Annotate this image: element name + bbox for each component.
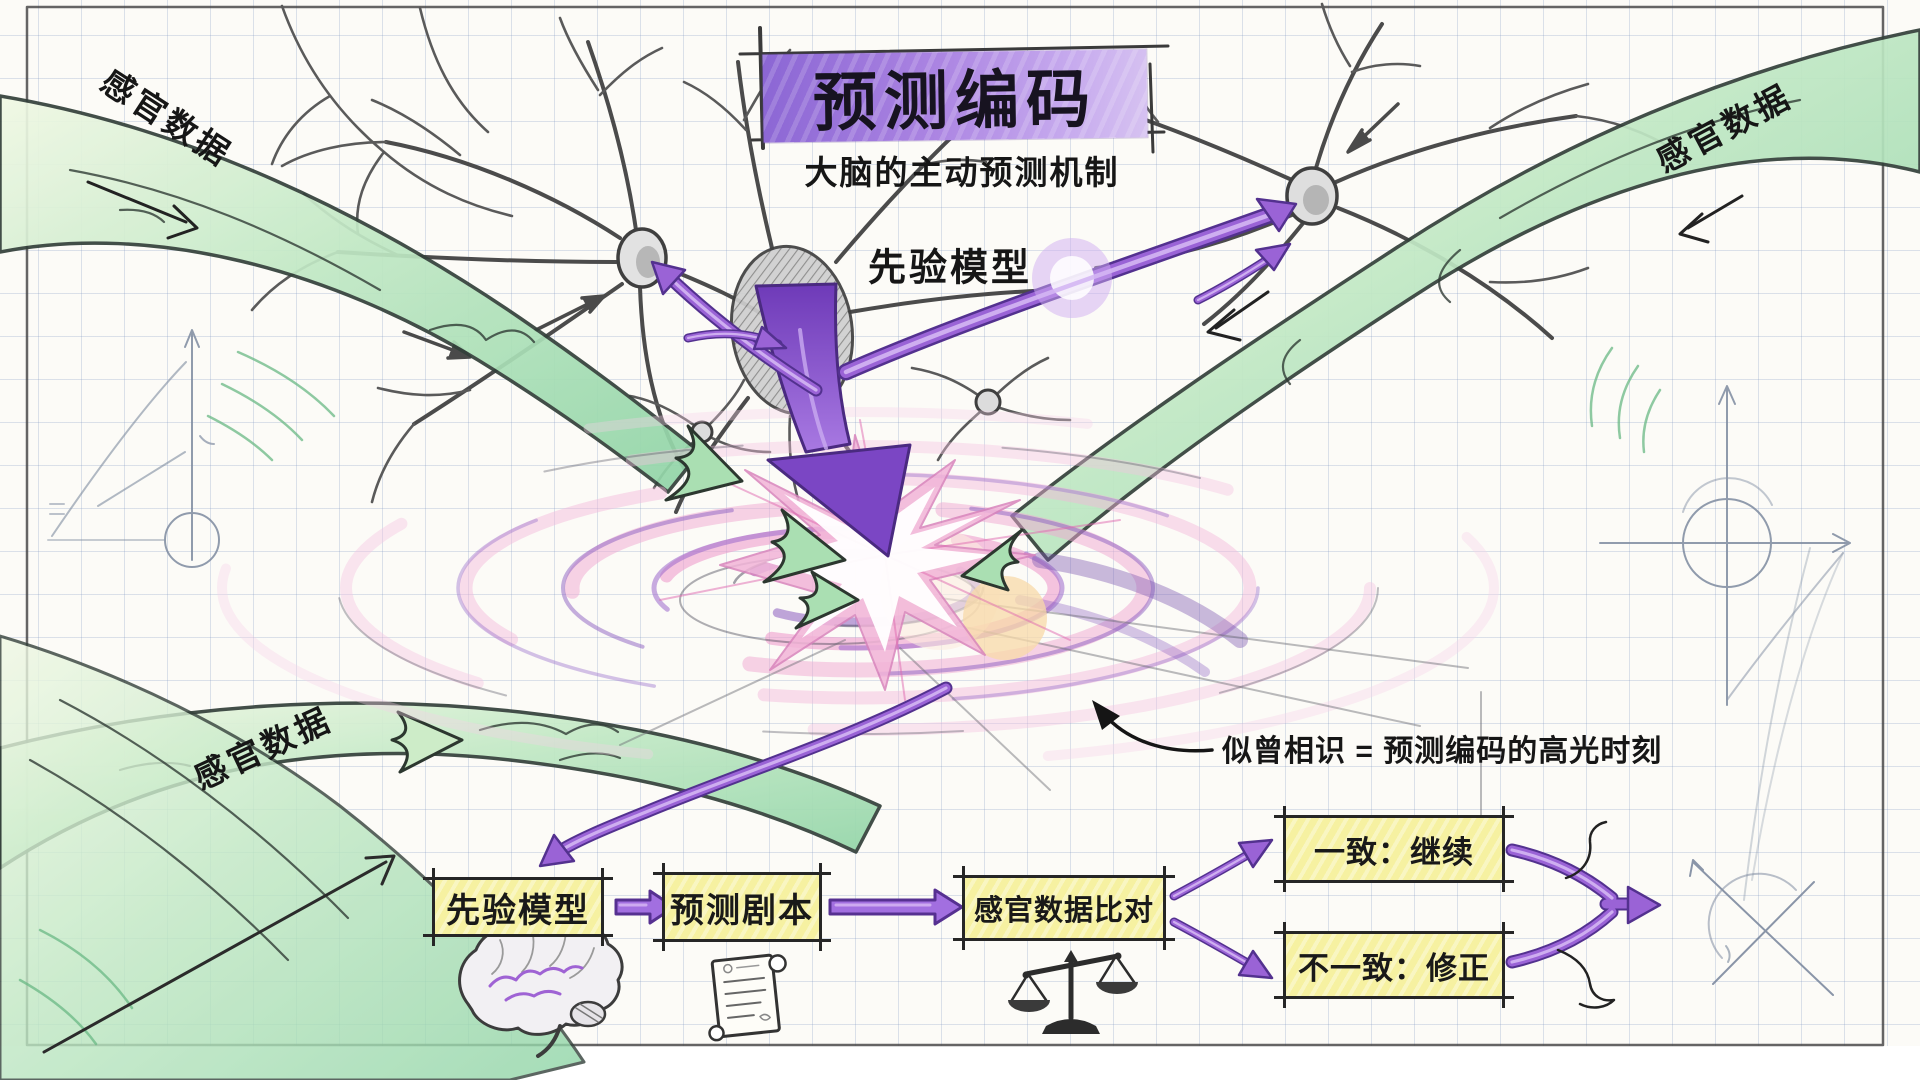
page-title: 预测编码 <box>812 63 1098 139</box>
scroll-icon <box>708 953 787 1042</box>
prior-model-label: 先验模型 <box>867 247 1033 290</box>
purple-axon-to-right-neuron <box>837 197 1298 381</box>
deja-vu-annotation: 似曾相识 = 预测编码的高光时刻 <box>1222 735 1663 768</box>
pencil-arrow-right <box>1346 102 1400 154</box>
purple-arrow-upper-right-small <box>1193 242 1292 305</box>
pencil-arrow-bottom-left <box>42 854 396 1054</box>
paper-frame <box>25 5 1885 1047</box>
y-merge-arrow <box>1505 843 1662 969</box>
flow-box-prediction-script-label: 预测剧本 <box>670 891 814 930</box>
x-sketch-bottom-right <box>1689 859 1834 996</box>
split-arrow-mismatch <box>1169 917 1274 980</box>
flow-box-prior-model: 先验模型 <box>423 868 613 946</box>
flow-box-mismatch-revise: 不一致：修正 <box>1274 922 1514 1008</box>
split-arrow-match <box>1169 838 1274 901</box>
annotation-arrow <box>1092 700 1214 753</box>
axis-sketch-right <box>1599 385 1851 901</box>
purple-down-arrow <box>754 282 912 558</box>
flow-box-sensory-comparison: 感官数据比对 <box>953 866 1175 950</box>
green-converging-arrowheads <box>664 424 1024 630</box>
purple-arrow-to-flowchart <box>538 681 953 868</box>
scale-icon <box>1008 950 1138 1034</box>
flow-box-prediction-script: 预测剧本 <box>653 863 831 951</box>
flow-box-match-continue-label: 一致：继续 <box>1314 834 1474 870</box>
axis-sketch-left <box>47 329 220 568</box>
neuron-branches-top-left <box>270 4 514 236</box>
title-banner: 预测编码 <box>762 49 1148 143</box>
ink-squiggles <box>1556 820 1616 1009</box>
purple-arrow-hub-short-right <box>683 325 788 351</box>
green-stream-top-right <box>1010 28 1920 562</box>
flow-box-match-continue: 一致：继续 <box>1274 806 1514 892</box>
brain-icon <box>458 916 624 1058</box>
flow-arrow-2 <box>828 888 964 926</box>
green-stream-top-left <box>0 94 702 494</box>
collision-burst <box>659 419 1121 701</box>
flow-box-sensory-comparison-label: 感官数据比对 <box>973 895 1154 927</box>
page-subtitle: 大脑的主动预测机制 <box>804 154 1120 191</box>
neuron-sketch-small-b <box>910 356 1072 462</box>
flow-box-prior-model-label: 先验模型 <box>446 891 590 930</box>
flow-box-mismatch-revise-label: 不一致：修正 <box>1298 950 1490 986</box>
